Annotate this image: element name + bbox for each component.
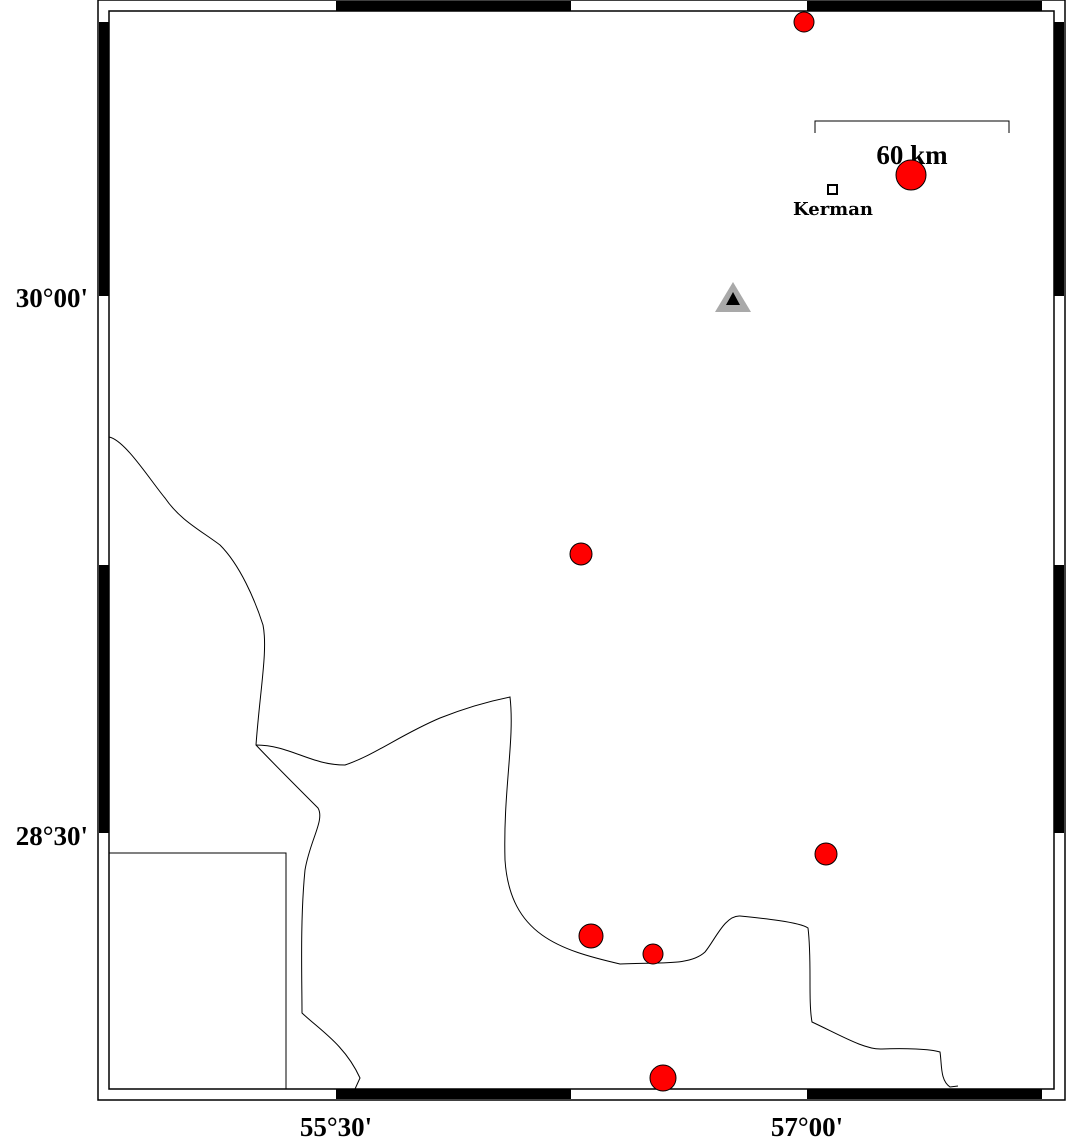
- station-inner-triangle: [726, 292, 740, 305]
- lon-label-55-30: 55°30': [300, 1112, 372, 1138]
- event-marker: [793, 11, 815, 33]
- axis-labels: 30°00' 28°30' 55°30' 57°00': [16, 283, 843, 1138]
- station-marker: [715, 282, 751, 312]
- event-marker: [895, 159, 927, 191]
- boundary-lines: [108, 436, 959, 1090]
- city-label: Kerman: [793, 199, 873, 220]
- lat-label-30-00: 30°00': [16, 283, 88, 313]
- inset-box: [108, 852, 287, 1090]
- event-marker: [814, 842, 838, 866]
- lat-label-28-30: 28°30': [16, 821, 88, 851]
- city-marker: Kerman: [793, 184, 873, 220]
- map-frame: [97, 0, 1066, 1101]
- event-marker: [642, 943, 664, 965]
- event-marker: [578, 923, 604, 949]
- lon-label-57-00: 57°00': [771, 1112, 843, 1138]
- event-marker: [569, 542, 593, 566]
- event-markers: [569, 11, 927, 1092]
- event-marker: [649, 1064, 677, 1092]
- boundary-west: [108, 436, 361, 1090]
- boundary-central: [255, 696, 959, 1088]
- city-square-icon: [827, 184, 838, 195]
